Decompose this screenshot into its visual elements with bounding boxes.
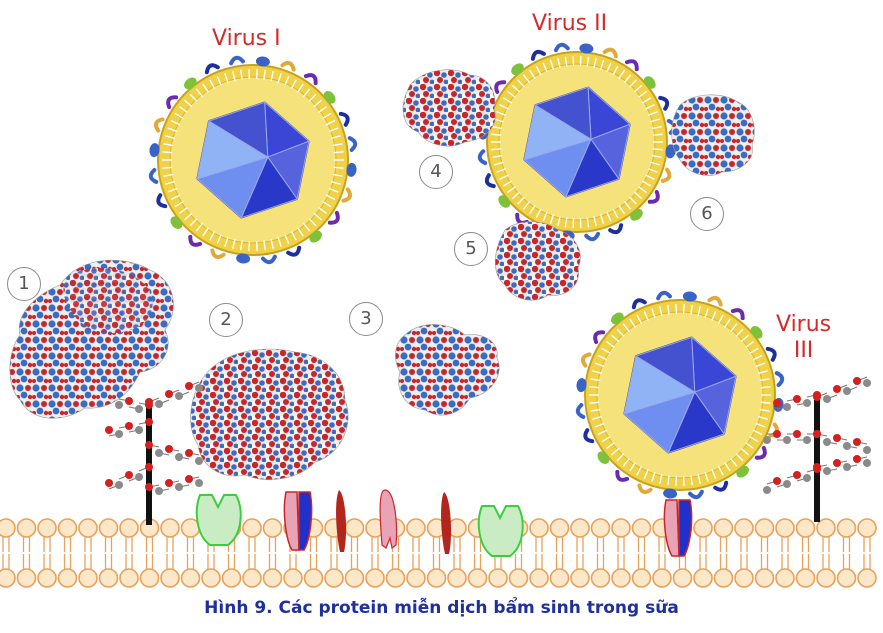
marker-2: 2 xyxy=(209,303,243,337)
marker-5: 5 xyxy=(454,232,488,266)
virus-3-label-line1: Virus xyxy=(776,312,832,337)
virus-3-particle xyxy=(575,290,785,500)
virus-1-label: Virus I xyxy=(212,26,281,51)
protein-2-lactoferrin xyxy=(190,348,349,480)
virus-2-label: Virus II xyxy=(532,11,608,36)
virus-3-label-line2: III xyxy=(793,338,814,363)
protein-5-blob xyxy=(495,221,581,301)
marker-3: 3 xyxy=(349,302,383,336)
membrane-receptors xyxy=(195,489,693,557)
figure-caption: Hình 9. Các protein miễn dịch bẩm sinh t… xyxy=(204,598,679,618)
protein-1-cluster xyxy=(9,259,174,419)
protein-3-lysozyme xyxy=(395,324,500,416)
marker-1: 1 xyxy=(7,267,41,301)
marker-6: 6 xyxy=(690,197,724,231)
glycan-receptors xyxy=(105,376,871,525)
virus-2-particle xyxy=(477,42,677,242)
marker-4: 4 xyxy=(419,155,453,189)
cell-membrane xyxy=(0,518,877,588)
protein-6-blob xyxy=(671,94,755,176)
virus-3-label: Virus III xyxy=(776,312,831,364)
protein-4-blob xyxy=(402,69,496,147)
virus-1-particle xyxy=(148,55,358,265)
